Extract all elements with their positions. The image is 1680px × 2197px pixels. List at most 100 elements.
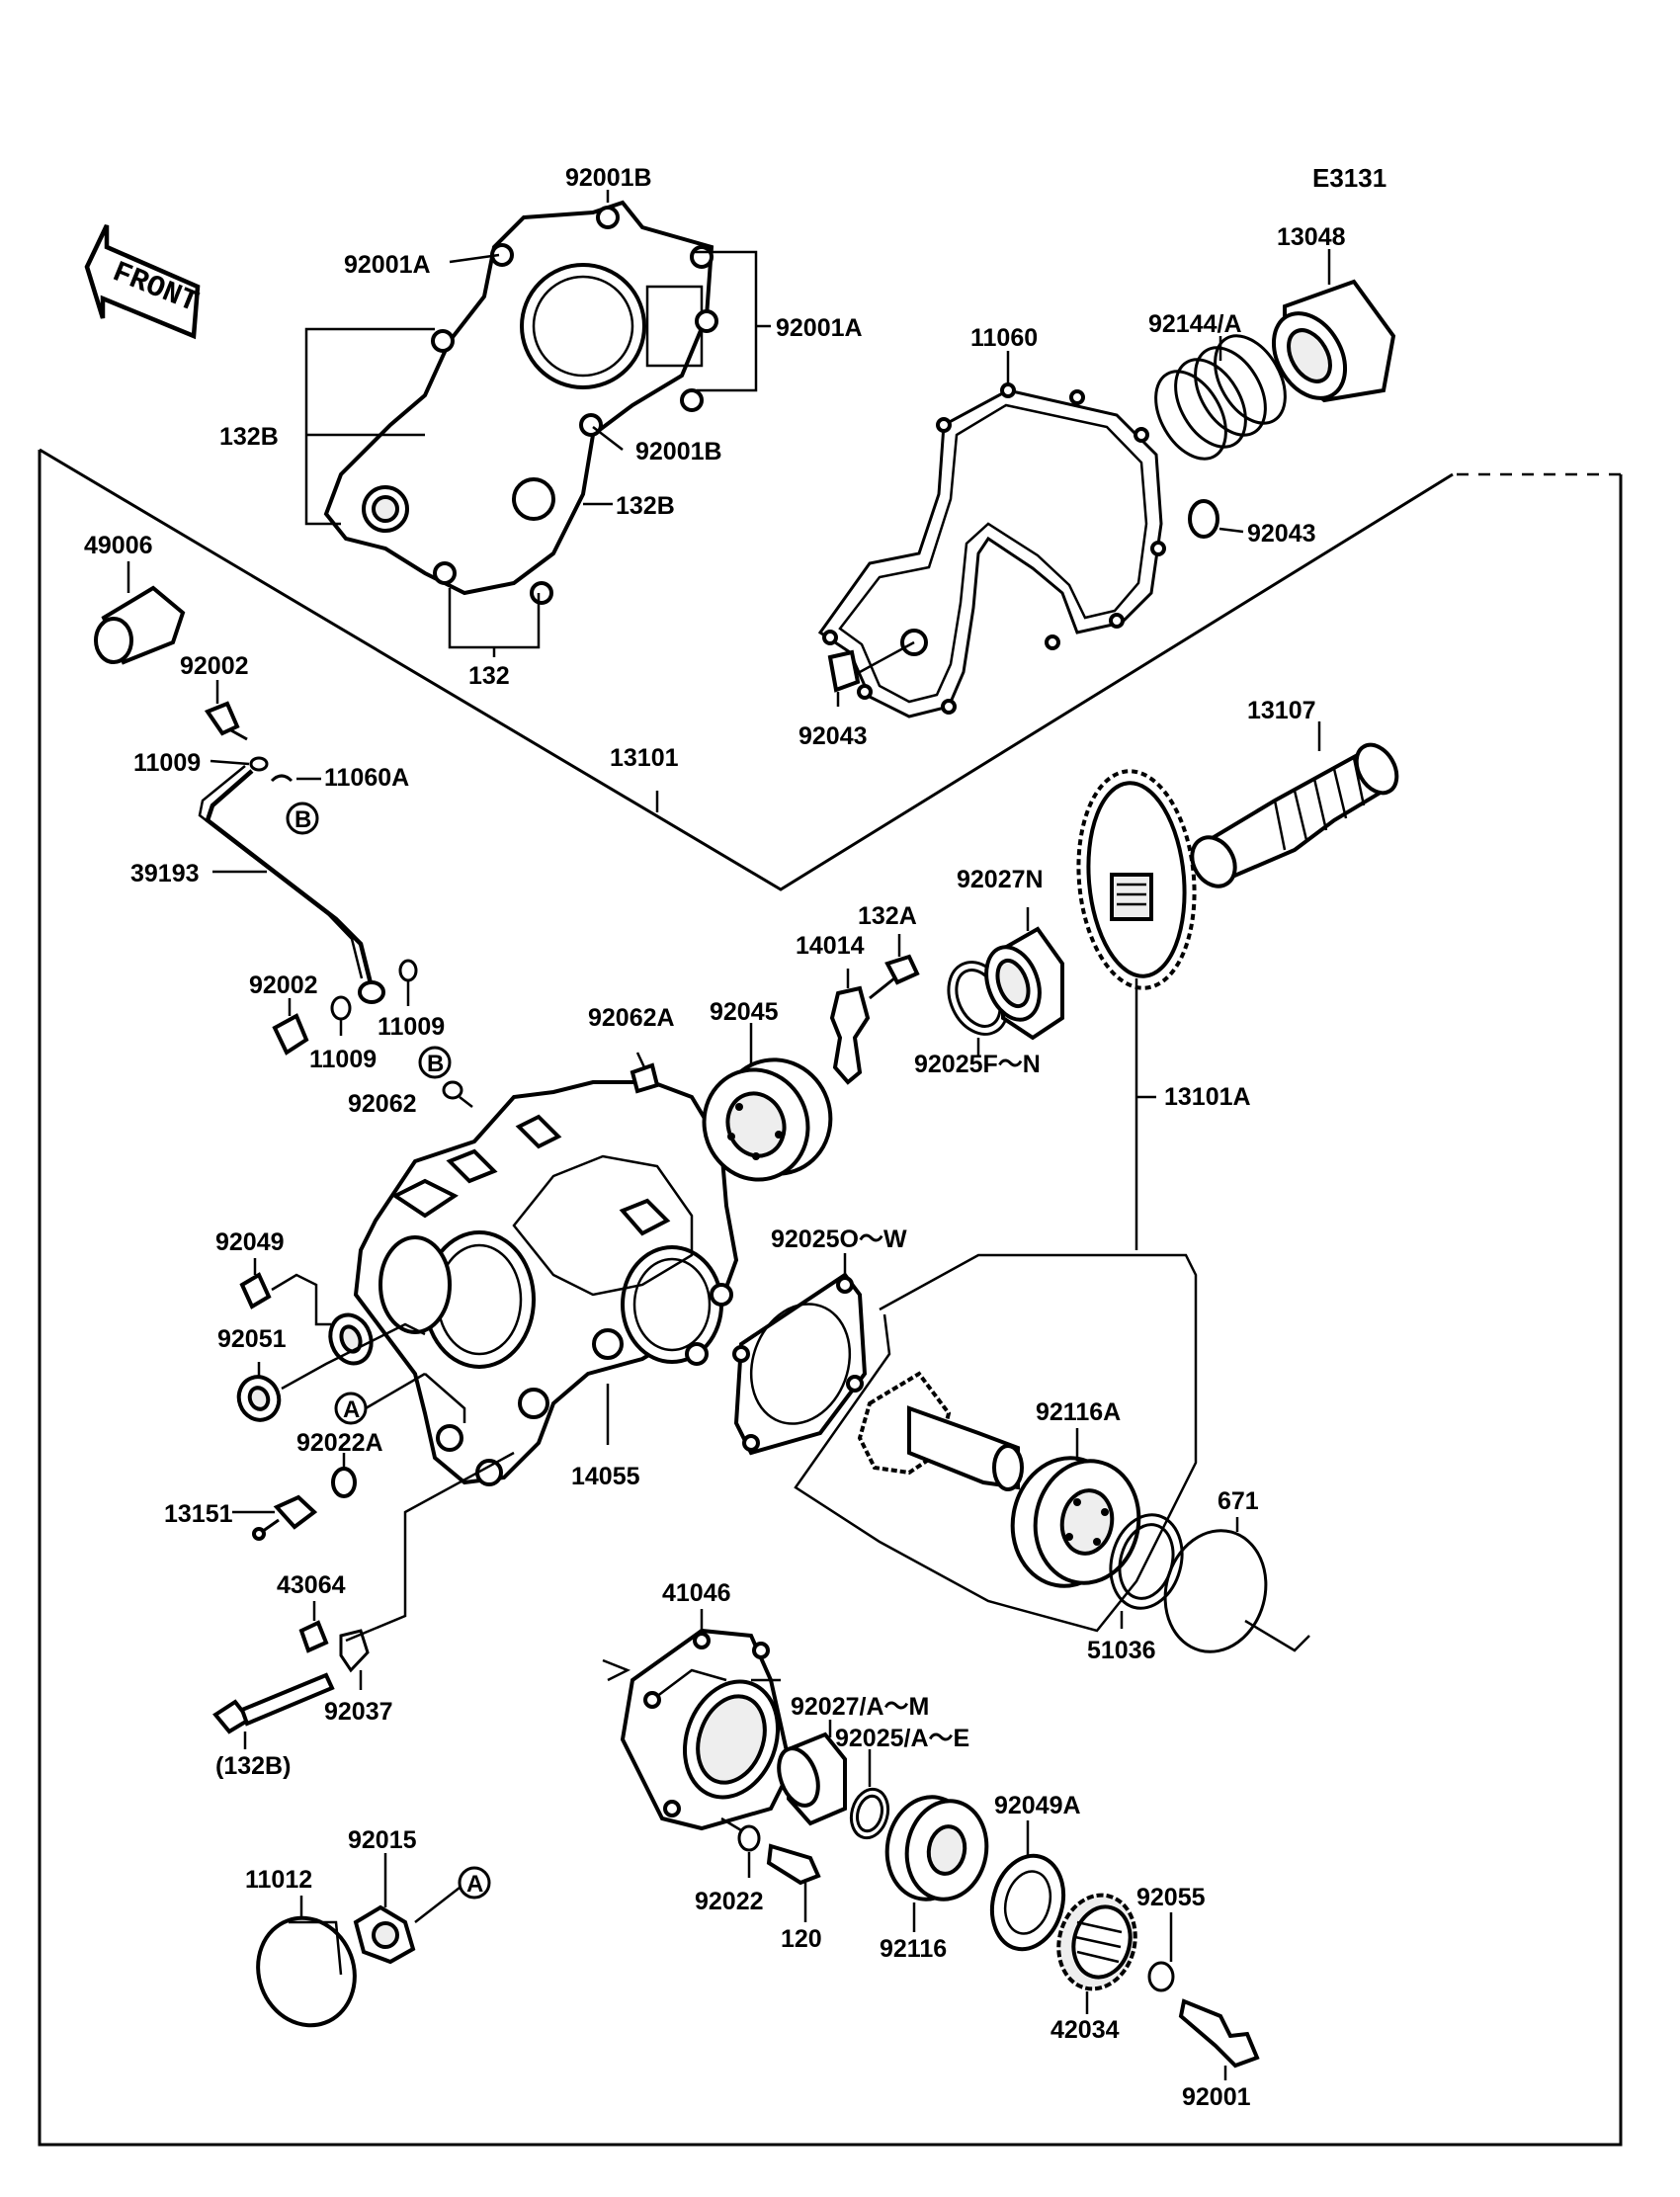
circle-marker-a-upper: A [334, 1392, 368, 1425]
collar-92027a-m [777, 1732, 847, 1826]
spring-92144 [1154, 334, 1287, 461]
svg-text:13107: 13107 [1247, 697, 1316, 724]
svg-text:92025O～W: 92025O～W [771, 1225, 907, 1253]
washer-92022a [331, 1467, 357, 1498]
clamp-43064 [298, 1620, 329, 1653]
svg-text:49006: 49006 [84, 532, 153, 559]
svg-text:92001: 92001 [1182, 2083, 1251, 2111]
svg-text:92001A: 92001A [344, 251, 431, 279]
pinion-gear [857, 1371, 1024, 1491]
circle-marker-a-lower: A [458, 1866, 491, 1900]
svg-text:120: 120 [781, 1925, 822, 1953]
svg-text:132A: 132A [858, 902, 917, 930]
crankcase-cover [323, 200, 718, 605]
svg-text:92062A: 92062A [588, 1004, 675, 1032]
circle-marker-b-upper: B [286, 802, 319, 835]
svg-text:11012: 11012 [245, 1866, 312, 1894]
coupling-13048 [1271, 279, 1396, 403]
bearing-92116a [1010, 1456, 1141, 1588]
seal-92049 [239, 1272, 272, 1310]
diagram-code: E3131 [1312, 163, 1386, 193]
svg-text:51036: 51036 [1087, 1637, 1156, 1664]
shaft-13107 [1190, 742, 1399, 888]
bolt-132b-lower [212, 1672, 335, 1734]
fitting-49006 [94, 585, 186, 665]
svg-text:92002: 92002 [180, 652, 249, 680]
bolt-92002-lower [272, 1013, 309, 1056]
svg-text:92022: 92022 [695, 1888, 764, 1915]
svg-text:92001A: 92001A [776, 314, 863, 342]
svg-text:92049: 92049 [215, 1228, 285, 1256]
nut-92015 [353, 1904, 416, 1965]
svg-text:132B: 132B [219, 423, 279, 451]
svg-text:14014: 14014 [796, 932, 865, 960]
svg-text:92045: 92045 [710, 998, 779, 1026]
svg-text:92144/A: 92144/A [1148, 310, 1242, 338]
gear-case-14055 [353, 1080, 739, 1486]
housing-41046 [620, 1628, 794, 1831]
svg-text:42034: 42034 [1050, 2016, 1120, 2044]
svg-text:13048: 13048 [1277, 223, 1346, 251]
shim-92025a-e [849, 1787, 890, 1840]
clip-92037 [339, 1629, 370, 1673]
frame [38, 448, 1623, 2147]
svg-text:92037: 92037 [324, 1698, 393, 1726]
svg-text:B: B [427, 1051, 444, 1077]
svg-text:92001B: 92001B [635, 438, 722, 465]
svg-text:A: A [343, 1396, 360, 1423]
o-ring-92055 [1147, 1961, 1175, 1992]
svg-text:13101: 13101 [610, 744, 679, 772]
svg-text:11060: 11060 [970, 324, 1038, 352]
svg-text:92043: 92043 [798, 722, 868, 750]
switch-13151 [252, 1494, 318, 1541]
ring-gear [1076, 769, 1197, 990]
svg-text:14055: 14055 [571, 1463, 640, 1490]
cap-11012 [256, 1915, 357, 2028]
gasket-11060 [817, 382, 1166, 718]
svg-text:11060A: 11060A [324, 764, 409, 792]
svg-text:11009: 11009 [378, 1013, 445, 1041]
svg-text:132: 132 [468, 662, 510, 690]
link-14014 [829, 969, 871, 1085]
front-arrow-icon: FRONT [84, 224, 203, 340]
dowel-92043-lower [827, 649, 861, 693]
svg-text:92051: 92051 [217, 1325, 287, 1353]
svg-text:92022A: 92022A [296, 1429, 383, 1457]
bolt-132a [869, 954, 920, 1000]
svg-text:39193: 39193 [130, 860, 200, 887]
breather-tube-39193 [198, 765, 385, 1004]
svg-text:92002: 92002 [249, 972, 318, 999]
svg-text:43064: 43064 [277, 1571, 346, 1599]
svg-text:92025/A～E: 92025/A～E [835, 1725, 969, 1752]
svg-text:92062: 92062 [348, 1090, 417, 1118]
gasket-92025o-w [732, 1272, 868, 1456]
collar-92027n [984, 926, 1064, 1041]
washer-92022 [737, 1824, 761, 1852]
svg-text:11009: 11009 [309, 1046, 377, 1073]
gear-42034 [1056, 1893, 1137, 1991]
svg-text:92055: 92055 [1136, 1884, 1206, 1911]
svg-text:13151: 13151 [164, 1500, 233, 1528]
circle-marker-b-lower: B [418, 1046, 452, 1079]
bolt-92001 [1178, 1998, 1260, 2069]
svg-text:92043: 92043 [1247, 520, 1316, 548]
seal-92051 [328, 1312, 374, 1366]
svg-text:92025F～N: 92025F～N [914, 1051, 1041, 1078]
dowel-92043-upper [1188, 499, 1219, 539]
bolt-92002-upper [204, 701, 248, 741]
svg-text:41046: 41046 [662, 1579, 731, 1607]
svg-text:11009: 11009 [133, 749, 201, 777]
seal-92049a [989, 1853, 1066, 1952]
bolt-120 [766, 1843, 821, 1886]
svg-text:92049A: 92049A [994, 1792, 1081, 1819]
bearing-92116 [884, 1795, 989, 1901]
svg-text:92027N: 92027N [957, 866, 1044, 893]
svg-text:132B: 132B [616, 492, 675, 520]
o-ring-671 [1163, 1529, 1268, 1653]
svg-text:92015: 92015 [348, 1826, 417, 1854]
bearing-92051 [236, 1375, 282, 1422]
svg-text:13101A: 13101A [1164, 1083, 1251, 1111]
svg-text:92116: 92116 [880, 1935, 947, 1963]
svg-text:B: B [294, 806, 311, 833]
